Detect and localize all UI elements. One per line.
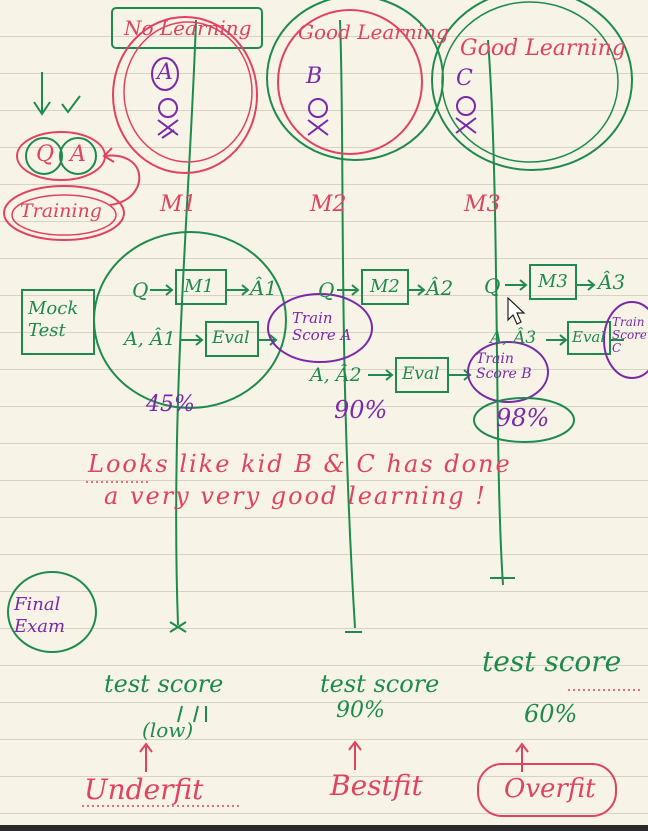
eval-a-label: Eval: [212, 328, 250, 348]
train-score-a-label: Train Score A: [292, 309, 352, 344]
overfit-box: [477, 763, 617, 817]
training-oval: [3, 185, 125, 241]
timeline-kid-a: [175, 19, 197, 626]
stick-figure-a: [151, 57, 179, 139]
heading-kid-b: Good Learning: [298, 20, 449, 44]
stick-figure-b: [307, 98, 329, 136]
training-label: Training: [20, 200, 102, 222]
q-kid-a: Q: [132, 278, 149, 302]
a-label: A: [70, 142, 86, 167]
kid-b-letter: B: [306, 64, 323, 89]
comment-line-1: Looks like kid B & C has done: [88, 450, 512, 478]
final-exam-label: Final Exam: [14, 594, 66, 637]
q-kid-c: Q: [484, 274, 501, 298]
test-score-c: test score: [482, 645, 622, 678]
score-kid-c: 98%: [496, 404, 550, 432]
model-label-1: M1: [160, 192, 197, 217]
eval-box-c: [567, 321, 611, 355]
loop-arrow: [102, 147, 141, 206]
train-score-b-label: Train Score B: [476, 351, 532, 383]
circle-kid-c-green: [431, 0, 633, 171]
q-kid-b: Q: [318, 278, 335, 302]
test-score-c-value: 60%: [524, 700, 578, 728]
fit-c: Overfit: [504, 774, 596, 804]
stick-figure-c: [455, 96, 477, 134]
m3-label: M3: [538, 271, 568, 292]
circle-kid-b-red: [277, 9, 423, 155]
mock-test-label: Mock Test: [28, 298, 79, 341]
train-score-c-label: Train Score C: [612, 316, 646, 356]
score-kid-a: 45%: [146, 392, 195, 417]
kid-a-mock-circle: [93, 231, 287, 409]
heading-kid-a: No Learning: [124, 16, 252, 40]
circle-kid-a-red: [112, 16, 258, 174]
eval-b-label: Eval: [402, 364, 440, 384]
m2-label: M2: [370, 276, 400, 297]
timeline-kid-b: [339, 19, 356, 629]
fit-a: Underfit: [84, 773, 204, 806]
comment-line-2: a very very good learning !: [104, 482, 487, 510]
circle-kid-c-green2: [441, 1, 619, 163]
eval-c-label: Eval: [572, 328, 606, 346]
m1-label: M1: [184, 276, 214, 297]
circle-kid-b-green: [266, 0, 444, 161]
kid-c-letter: C: [456, 66, 473, 91]
q-label: Q: [36, 142, 55, 167]
score-kid-b: 90%: [334, 396, 388, 424]
m1-box: [175, 269, 227, 305]
circle-kid-a-red2: [123, 21, 253, 163]
train-score-a-oval: [267, 293, 373, 363]
ahat2-label: Â2: [426, 276, 454, 300]
m3-box: [529, 264, 577, 300]
model-label-3: M3: [464, 192, 501, 217]
q-circle: [25, 137, 63, 175]
down-arrow: [33, 72, 51, 116]
a-circle: [59, 137, 97, 175]
final-exam-circle: [7, 571, 97, 653]
check-mark: [61, 95, 81, 114]
heading-box-a: [111, 7, 263, 49]
test-score-a-value: (low): [142, 718, 194, 742]
kid-a-letter: A: [157, 60, 173, 85]
training-oval2: [11, 194, 117, 236]
score-98-oval: [473, 397, 575, 443]
ahat3-label: Â3: [598, 270, 626, 294]
model-label-2: M2: [310, 192, 347, 217]
ahat1-label: Â1: [250, 276, 278, 300]
pair-kid-c: A, Â3: [490, 328, 537, 348]
test-score-b: test score: [320, 670, 440, 698]
pair-kid-b: A, Â2: [310, 364, 362, 386]
test-score-b-value: 90%: [336, 698, 385, 723]
test-score-a: test score: [104, 670, 224, 698]
fit-b: Bestfit: [330, 769, 423, 802]
cursor-icon: [507, 296, 526, 325]
pair-kid-a: A, Â1: [124, 328, 176, 350]
train-score-b-oval: [467, 341, 549, 403]
timeline-kid-c: [487, 39, 504, 586]
m2-box: [361, 269, 409, 305]
bottom-bar: [0, 825, 648, 831]
train-score-c-oval: [603, 301, 648, 379]
end-marker-a: [169, 621, 187, 633]
heading-kid-c: Good Learning: [460, 36, 626, 61]
